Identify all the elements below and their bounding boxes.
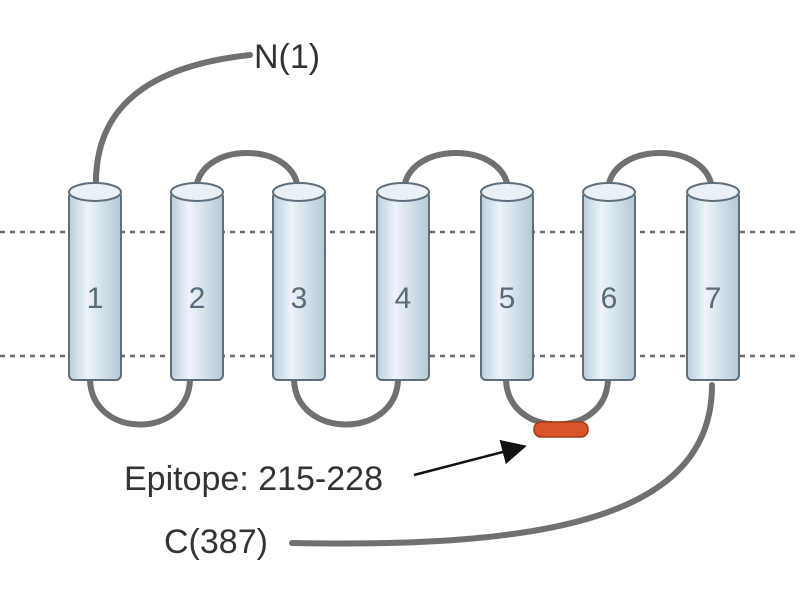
helix-7-label: 7 bbox=[705, 282, 722, 315]
helix-4: 4 bbox=[376, 182, 430, 381]
helix-5: 5 bbox=[480, 182, 534, 381]
helix-2-label: 2 bbox=[189, 282, 206, 315]
helix-5-top bbox=[480, 182, 534, 202]
helix-6: 6 bbox=[582, 182, 636, 381]
helix-1-label: 1 bbox=[87, 282, 104, 315]
helix-3: 3 bbox=[272, 182, 326, 381]
extracellular-loop-1 bbox=[193, 150, 301, 195]
intracellular-loop-1 bbox=[87, 375, 193, 428]
helix-3-top bbox=[272, 182, 326, 202]
extracellular-loop-2 bbox=[401, 150, 511, 195]
helix-3-label: 3 bbox=[291, 282, 308, 315]
c-terminus-label: C(387) bbox=[164, 523, 268, 561]
helix-6-top bbox=[582, 182, 636, 202]
helix-7: 7 bbox=[686, 182, 740, 381]
helix-6-label: 6 bbox=[601, 282, 618, 315]
intracellular-loop-3 bbox=[503, 375, 611, 428]
helix-1: 1 bbox=[68, 182, 122, 381]
epitope-arrow bbox=[413, 439, 527, 477]
epitope-label: Epitope: 215-228 bbox=[124, 460, 383, 498]
helix-4-label: 4 bbox=[395, 282, 412, 315]
helix-2: 2 bbox=[170, 182, 224, 381]
helix-1-top bbox=[68, 182, 122, 202]
helix-4-top bbox=[376, 182, 430, 202]
n-terminus-tail bbox=[92, 52, 253, 195]
n-terminus-label: N(1) bbox=[254, 38, 320, 76]
c-terminus-tail bbox=[289, 382, 715, 547]
epitope-marker bbox=[533, 421, 589, 438]
intracellular-loop-2 bbox=[291, 375, 401, 428]
extracellular-loop-3 bbox=[605, 150, 715, 195]
helix-2-top bbox=[170, 182, 224, 202]
helix-5-label: 5 bbox=[499, 282, 516, 315]
helix-7-top bbox=[686, 182, 740, 202]
